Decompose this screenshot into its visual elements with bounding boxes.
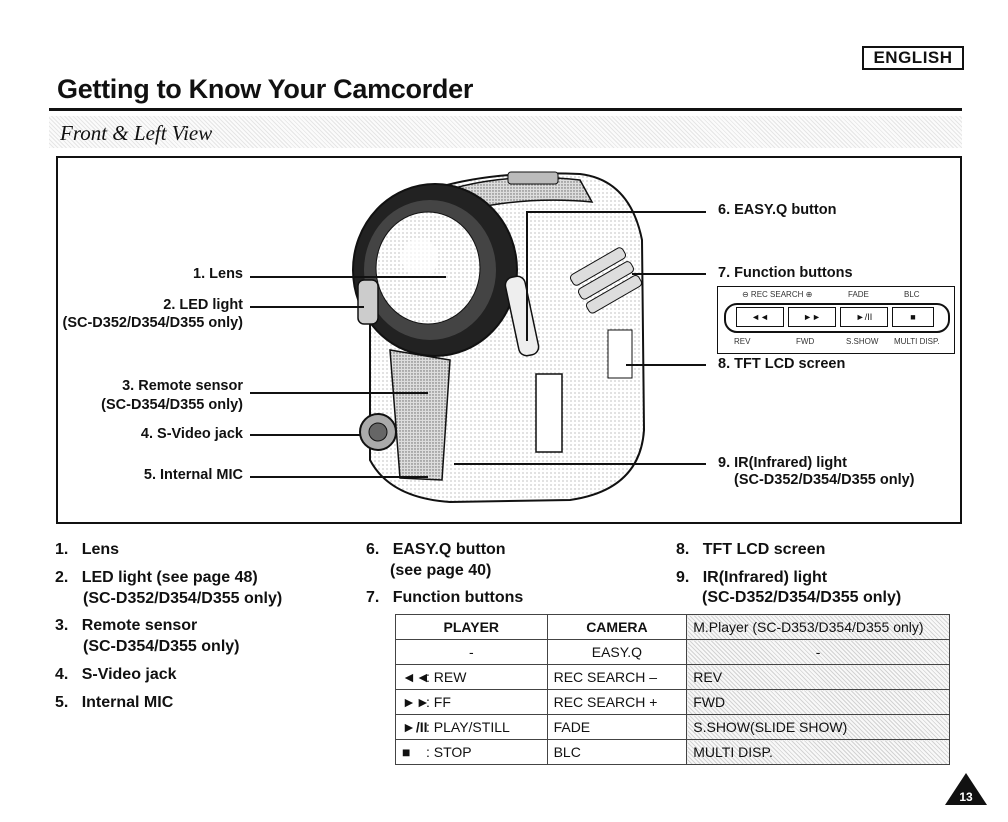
list-item-note: (SC-D354/D355 only)	[83, 638, 240, 655]
label-tft: 8. TFT LCD screen	[718, 356, 846, 372]
leader-easyq-drop	[526, 211, 528, 341]
section-bar	[49, 116, 962, 148]
panel-button-fwd[interactable]: ►►	[788, 307, 836, 327]
stop-icon: ■	[402, 744, 411, 760]
leader-led	[250, 306, 364, 308]
panel-button-rev[interactable]: ◄◄	[736, 307, 784, 327]
panel-bottom-fwd: FWD	[796, 337, 815, 346]
label-easyq: 6. EASY.Q button	[718, 202, 837, 218]
cell-camera: EASY.Q	[546, 639, 688, 665]
list-item: 5. Internal MIC	[55, 694, 174, 711]
cell-player: ■: STOP	[395, 739, 548, 765]
header-player: PLAYER	[395, 614, 548, 640]
cell-player: ►/II: PLAY/STILL	[395, 714, 548, 740]
leader-lens	[250, 276, 446, 278]
panel-top-blc: BLC	[904, 290, 920, 299]
table-row: ►►: FF REC SEARCH + FWD	[395, 689, 950, 715]
function-table: PLAYER CAMERA M.Player (SC-D353/D354/D35…	[395, 614, 950, 765]
panel-bottom-multi: MULTI DISP.	[894, 337, 940, 346]
table-row: ►/II: PLAY/STILL FADE S.SHOW(SLIDE SHOW)	[395, 714, 950, 740]
function-button-strip	[724, 303, 950, 333]
list-item: 4. S-Video jack	[55, 666, 177, 683]
label-function: 7. Function buttons	[718, 265, 853, 281]
cell-mplayer: FWD	[686, 689, 950, 715]
cell-player: ►►: FF	[395, 689, 548, 715]
section-subtitle: Front & Left View	[60, 121, 213, 145]
label-ir-note: (SC-D352/D354/D355 only)	[734, 472, 915, 488]
language-label: ENGLISH	[862, 46, 964, 70]
header-camera: CAMERA	[546, 614, 688, 640]
cell-player: -	[395, 639, 548, 665]
list-item: 2. LED light (see page 48)	[55, 569, 258, 586]
play-pause-icon: ►/II	[402, 719, 428, 735]
cell-mplayer: -	[686, 639, 950, 665]
cell-mplayer: MULTI DISP.	[686, 739, 950, 765]
panel-bottom-sshow: S.SHOW	[846, 337, 879, 346]
list-item-note: (SC-D352/D354/D355 only)	[702, 589, 902, 606]
label-mic: 5. Internal MIC	[143, 467, 243, 483]
leader-tft	[626, 364, 706, 366]
label-led-note: (SC-D352/D354/D355 only)	[62, 315, 243, 331]
table-row: - EASY.Q -	[395, 639, 950, 665]
panel-top-fade: FADE	[848, 290, 869, 299]
leader-function	[632, 273, 706, 275]
title-rule	[49, 108, 962, 111]
ff-icon: ►►	[402, 694, 430, 710]
panel-button-stop[interactable]: ■	[892, 307, 934, 327]
header-mplayer: M.Player (SC-D353/D354/D355 only)	[686, 614, 950, 640]
panel-top-rec-search: ⊖ REC SEARCH ⊕	[742, 290, 813, 299]
panel-bottom-rev: REV	[734, 337, 751, 346]
panel-button-play[interactable]: ►/II	[840, 307, 888, 327]
cell-camera: BLC	[546, 739, 688, 765]
cell-mplayer: S.SHOW(SLIDE SHOW)	[686, 714, 950, 740]
page-triangle-icon	[945, 773, 987, 805]
cell-camera: FADE	[546, 714, 688, 740]
cell-player: ◄◄: REW	[395, 664, 548, 690]
label-ir: 9. IR(Infrared) light	[718, 455, 847, 471]
table-row: ■: STOP BLC MULTI DISP.	[395, 739, 950, 765]
camcorder-illustration	[352, 171, 646, 504]
label-svideo: 4. S-Video jack	[140, 426, 243, 442]
rew-icon: ◄◄	[402, 669, 430, 685]
cell-mplayer: REV	[686, 664, 950, 690]
label-led: 2. LED light	[163, 297, 243, 313]
leader-ir	[454, 463, 706, 465]
page-number: 13	[959, 790, 973, 804]
list-item: 3. Remote sensor	[55, 617, 198, 634]
list-item-note: (see page 40)	[390, 562, 492, 579]
leader-svideo	[250, 434, 360, 436]
cell-camera: REC SEARCH –	[546, 664, 688, 690]
leader-mic	[250, 476, 428, 478]
list-item: 7. Function buttons	[366, 589, 524, 606]
function-panel: ⊖ REC SEARCH ⊕ FADE BLC ◄◄ ►► ►/II ■ REV…	[717, 286, 955, 354]
list-item: 1. Lens	[55, 541, 120, 558]
page-number-badge: 13	[945, 773, 987, 805]
table-header-row: PLAYER CAMERA M.Player (SC-D353/D354/D35…	[395, 614, 950, 640]
label-remote-note: (SC-D354/D355 only)	[101, 397, 243, 413]
figure-box	[56, 156, 962, 524]
label-lens: 1. Lens	[193, 266, 243, 282]
table-row: ◄◄: REW REC SEARCH – REV	[395, 664, 950, 690]
leader-easyq	[526, 211, 706, 213]
list-item: 9. IR(Infrared) light	[676, 569, 828, 586]
list-item: 6. EASY.Q button	[366, 541, 506, 558]
list-item-note: (SC-D352/D354/D355 only)	[83, 590, 283, 607]
label-remote: 3. Remote sensor	[122, 378, 243, 394]
page-title: Getting to Know Your Camcorder	[57, 74, 474, 104]
leader-remote	[250, 392, 428, 394]
list-item: 8. TFT LCD screen	[676, 541, 826, 558]
cell-camera: REC SEARCH +	[546, 689, 688, 715]
